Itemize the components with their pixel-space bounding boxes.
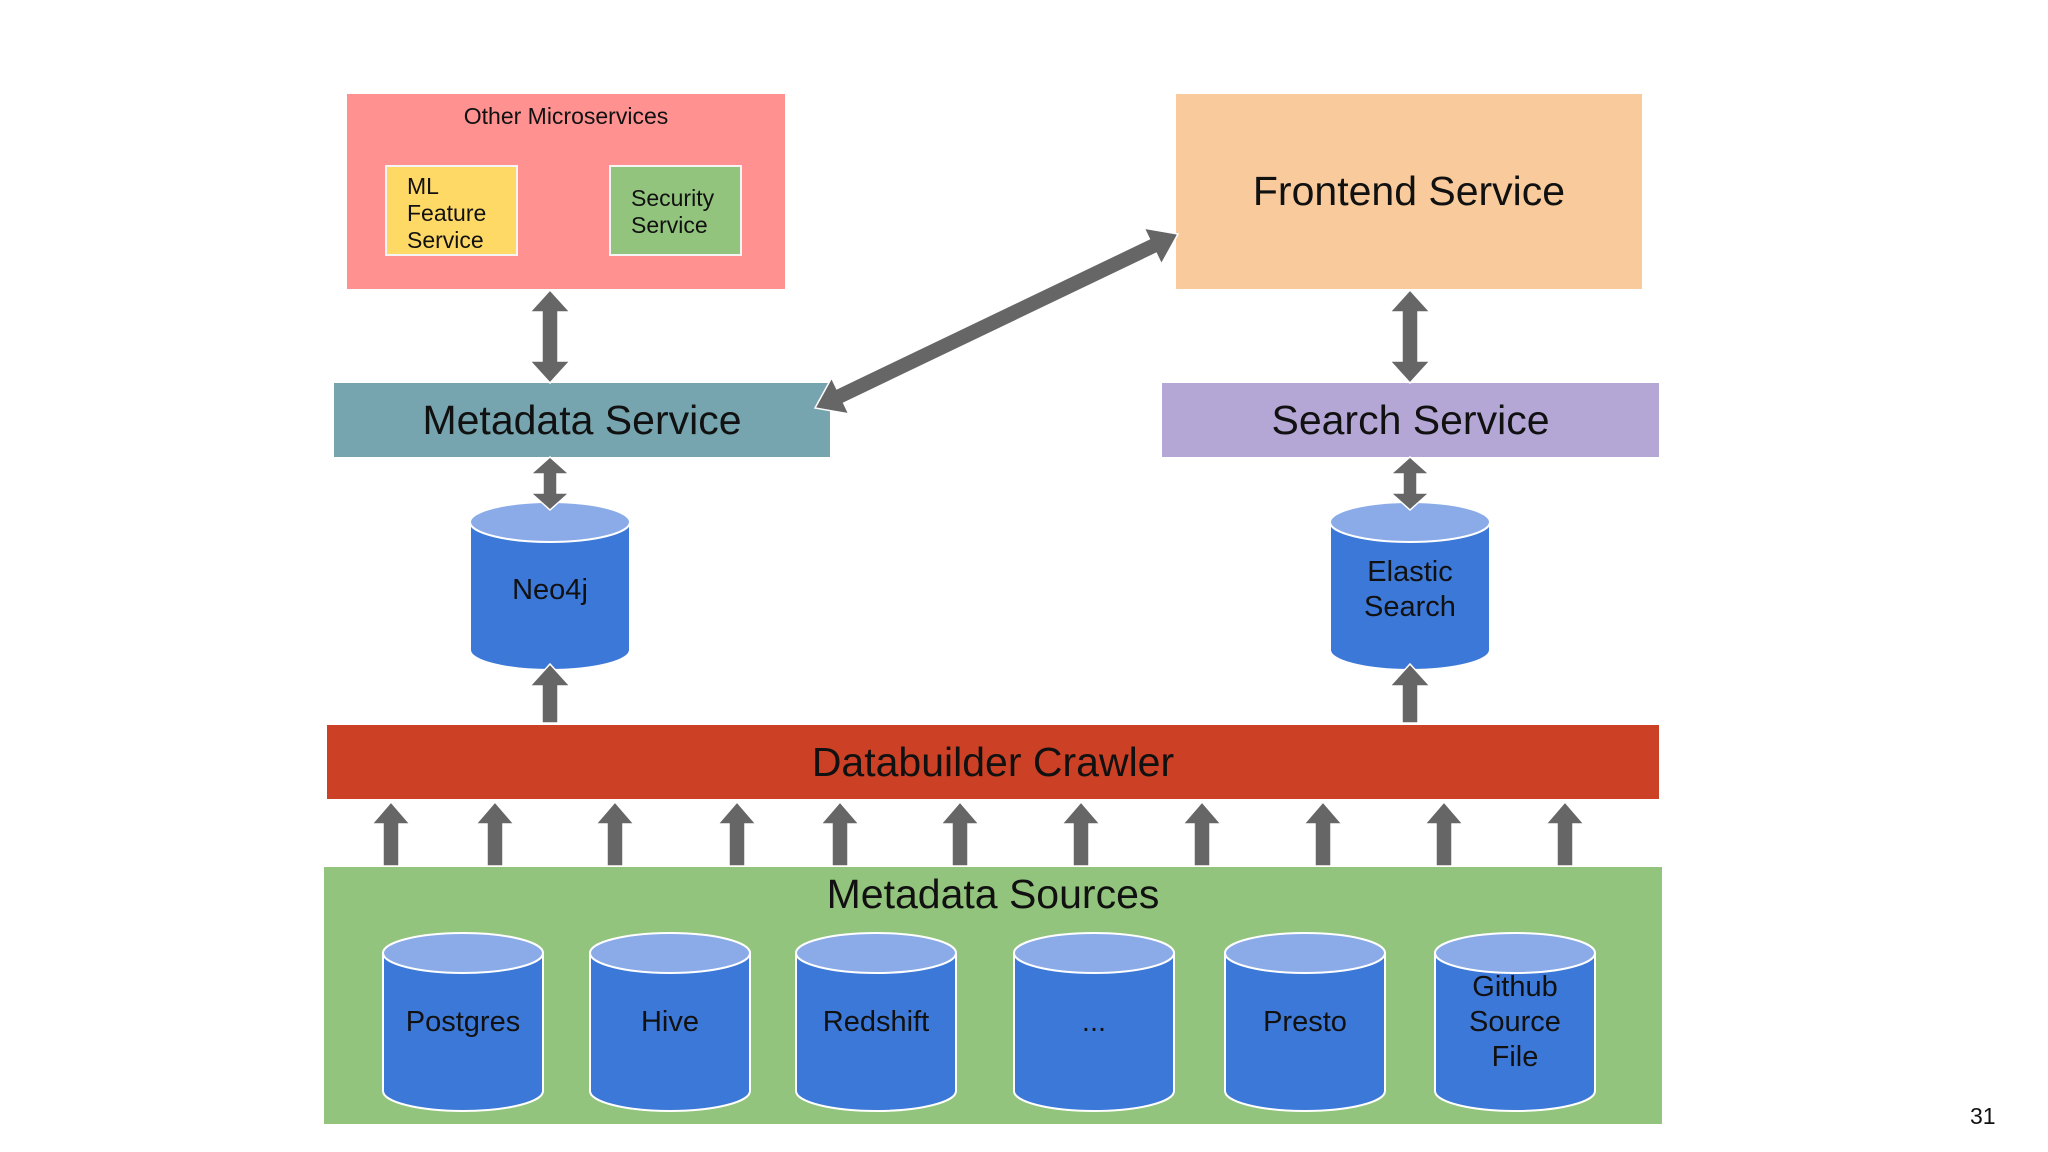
elastic-search-database-icon bbox=[1329, 501, 1491, 671]
ml-feature-service-line-1: ML bbox=[407, 173, 439, 199]
search-service-box: Search Service bbox=[1162, 383, 1659, 457]
arrow-other-microservices-metadata bbox=[528, 288, 572, 385]
arrow-source-to-crawler-3 bbox=[594, 800, 636, 867]
elastic-search-line-2: Search bbox=[1364, 591, 1456, 623]
arrow-source-to-crawler-6 bbox=[939, 800, 981, 867]
arrow-metadata-frontend bbox=[813, 227, 1180, 415]
presto-label: Presto bbox=[1225, 960, 1385, 1085]
ml-feature-service-line-3: Service bbox=[407, 227, 484, 253]
neo4j-database-icon bbox=[469, 501, 631, 671]
github-source-file-label: Github Source File bbox=[1435, 960, 1595, 1085]
metadata-sources-title: Metadata Sources bbox=[826, 871, 1160, 917]
arrow-crawler-to-neo4j bbox=[528, 662, 572, 724]
arrow-metadata-neo4j bbox=[529, 455, 571, 512]
postgres-database-icon bbox=[382, 932, 544, 1112]
ellipsis-label: ... bbox=[1014, 960, 1174, 1085]
neo4j-text: Neo4j bbox=[512, 573, 588, 606]
github-source-file-line-3: File bbox=[1491, 1041, 1539, 1073]
frontend-service-box: Frontend Service bbox=[1176, 94, 1642, 289]
github-source-file-line-1: Github bbox=[1472, 971, 1558, 1003]
arrow-source-to-crawler-9 bbox=[1302, 800, 1344, 867]
frontend-service-label: Frontend Service bbox=[1252, 168, 1566, 214]
ml-feature-service-box: ML Feature Service bbox=[385, 165, 518, 256]
databuilder-crawler-label: Databuilder Crawler bbox=[811, 738, 1175, 785]
metadata-service-label: Metadata Service bbox=[422, 396, 742, 443]
security-service-line-1: Security bbox=[631, 185, 715, 211]
hive-database-icon bbox=[589, 932, 751, 1112]
hive-label: Hive bbox=[590, 960, 750, 1085]
redshift-database-icon bbox=[795, 932, 957, 1112]
elastic-search-line-1: Elastic bbox=[1367, 556, 1453, 588]
ellipsis-database-icon bbox=[1013, 932, 1175, 1112]
ellipsis-text: ... bbox=[1081, 1006, 1107, 1038]
arrow-search-elastic bbox=[1389, 455, 1431, 512]
presto-text: Presto bbox=[1263, 1006, 1347, 1038]
postgres-text: Postgres bbox=[405, 1006, 521, 1038]
presto-database-icon bbox=[1224, 932, 1386, 1112]
github-source-file-line-2: Source bbox=[1469, 1006, 1561, 1038]
databuilder-crawler-box: Databuilder Crawler bbox=[327, 725, 1659, 799]
search-service-label: Search Service bbox=[1271, 396, 1550, 443]
arrow-crawler-to-elastic bbox=[1388, 662, 1432, 724]
page-number: 31 bbox=[1970, 1103, 1996, 1129]
arrow-source-to-crawler-5 bbox=[819, 800, 861, 867]
redshift-label: Redshift bbox=[796, 960, 956, 1085]
arrow-source-to-crawler-10 bbox=[1423, 800, 1465, 867]
arrow-source-to-crawler-1 bbox=[370, 800, 412, 867]
arrow-source-to-crawler-11 bbox=[1544, 800, 1586, 867]
other-microservices-title: Other Microservices bbox=[463, 103, 669, 129]
security-service-line-2: Service bbox=[631, 212, 708, 238]
postgres-label: Postgres bbox=[383, 960, 543, 1085]
elastic-search-label: Elastic Search bbox=[1330, 535, 1490, 645]
arrow-source-to-crawler-4 bbox=[716, 800, 758, 867]
github-source-file-database-icon bbox=[1434, 932, 1596, 1112]
hive-text: Hive bbox=[640, 1006, 699, 1038]
arrow-frontend-search bbox=[1388, 288, 1432, 385]
security-service-box: Security Service bbox=[609, 165, 742, 256]
arrow-source-to-crawler-2 bbox=[474, 800, 516, 867]
neo4j-label: Neo4j bbox=[470, 535, 630, 645]
metadata-service-box: Metadata Service bbox=[334, 383, 830, 457]
arrow-source-to-crawler-8 bbox=[1181, 800, 1223, 867]
ml-feature-service-line-2: Feature bbox=[407, 200, 487, 226]
redshift-text: Redshift bbox=[822, 1006, 930, 1038]
arrow-source-to-crawler-7 bbox=[1060, 800, 1102, 867]
